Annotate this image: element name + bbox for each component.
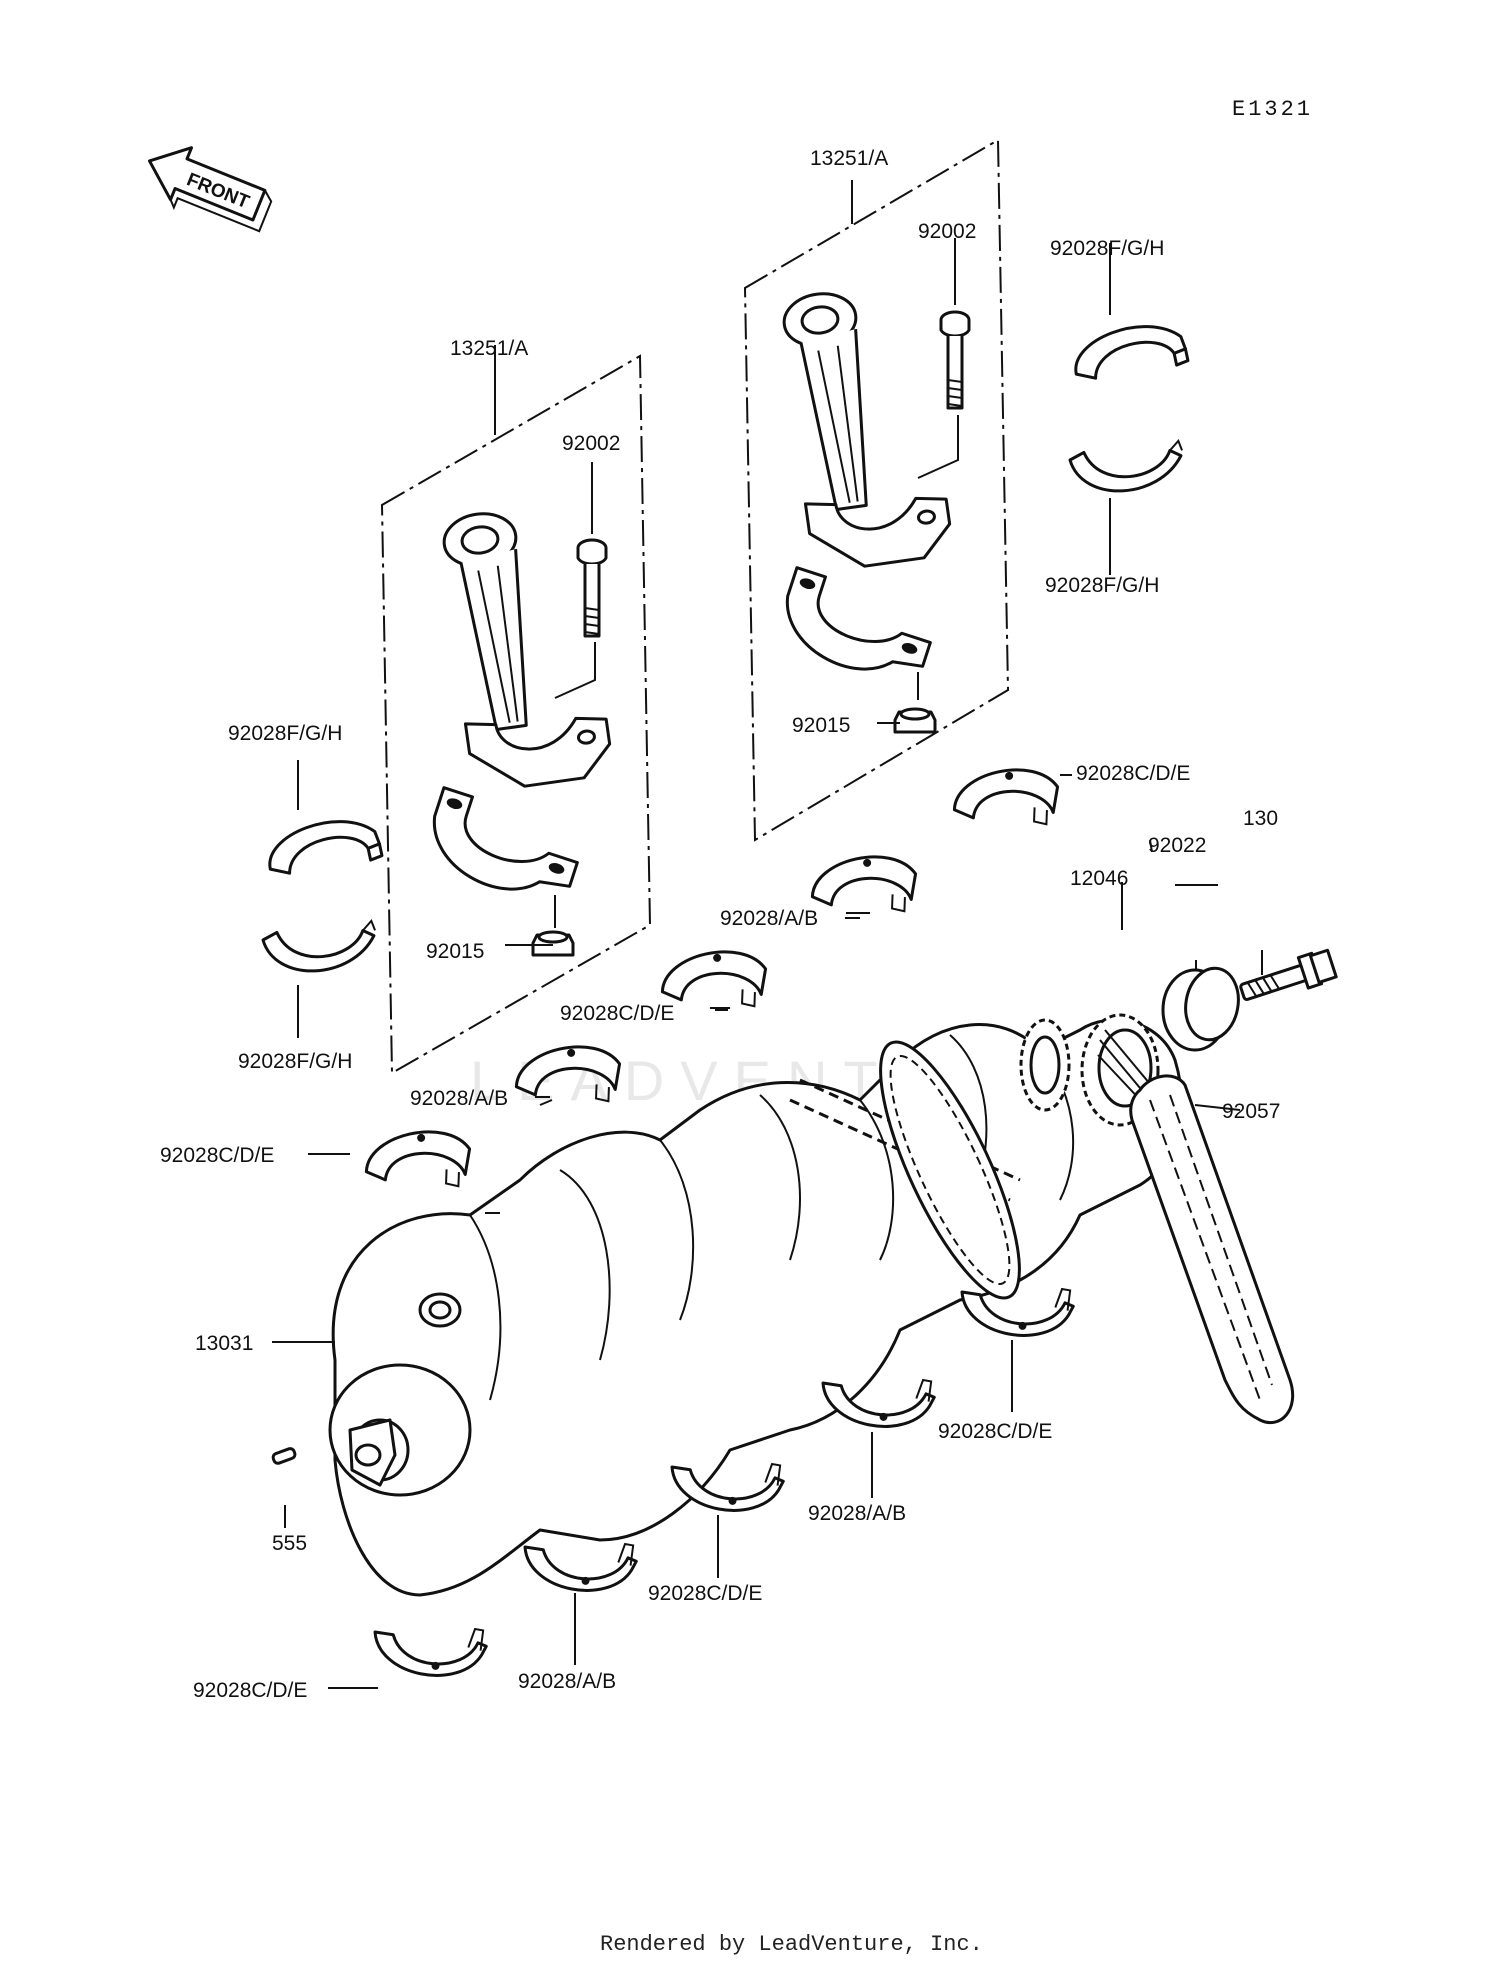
label-main-upper-4: 92028/A/B bbox=[410, 1087, 508, 1110]
rod-nut-right bbox=[893, 707, 937, 734]
label-main-upper-2: 92028/A/B bbox=[720, 907, 818, 930]
label-crankshaft: 13031 bbox=[195, 1332, 253, 1355]
label-bolt-left: 92002 bbox=[562, 432, 620, 455]
label-main-lower-1: 92028C/D/E bbox=[938, 1420, 1052, 1443]
diagram-code: E1321 bbox=[1232, 97, 1313, 122]
rod-bearing-shell-left-bottom bbox=[260, 914, 382, 981]
label-main-upper-1: 92028C/D/E bbox=[1076, 762, 1190, 785]
rod-set-panel-left bbox=[380, 354, 652, 1075]
dowel-pin bbox=[271, 1447, 297, 1465]
main-bearing-shell-upper-3 bbox=[657, 945, 771, 1018]
label-shell-left-bottom: 92028F/G/H bbox=[238, 1050, 352, 1073]
label-nut-right: 92015 bbox=[792, 714, 850, 737]
label-chain: 92057 bbox=[1222, 1100, 1280, 1123]
connecting-rod-right bbox=[775, 278, 956, 575]
label-shell-upper-right-bottom: 92028F/G/H bbox=[1045, 574, 1159, 597]
cam-chain bbox=[1129, 1074, 1295, 1425]
rod-bearing-shell-left-top bbox=[261, 811, 384, 883]
label-bolt-right: 92002 bbox=[918, 220, 976, 243]
label-sprocket: 12046 bbox=[1070, 867, 1128, 890]
main-bearing-shell-upper-2 bbox=[807, 850, 921, 923]
main-bearing-shell-upper-1 bbox=[949, 763, 1063, 836]
label-rod-set-left: 13251/A bbox=[450, 337, 528, 360]
rod-cap-left bbox=[418, 786, 589, 911]
rod-cap-right bbox=[771, 566, 942, 691]
rod-set-panel-right bbox=[743, 138, 1010, 842]
crank-bolt bbox=[1239, 948, 1338, 1001]
main-bearing-shell-lower-5 bbox=[373, 1622, 490, 1682]
front-arrow-icon: FRONT bbox=[148, 146, 273, 233]
label-bolt-130: 130 bbox=[1243, 807, 1278, 830]
rod-bolt-left bbox=[576, 538, 608, 638]
label-main-lower-5: 92028C/D/E bbox=[193, 1679, 307, 1702]
label-nut-left: 92015 bbox=[426, 940, 484, 963]
main-bearing-shell-upper-5 bbox=[361, 1125, 475, 1198]
label-shell-upper-right-top: 92028F/G/H bbox=[1050, 237, 1164, 260]
washer bbox=[1161, 966, 1240, 1052]
label-main-lower-4: 92028/A/B bbox=[518, 1670, 616, 1693]
label-main-upper-5: 92028C/D/E bbox=[160, 1144, 274, 1167]
label-main-lower-3: 92028C/D/E bbox=[648, 1582, 762, 1605]
footer-credit: Rendered by LeadVenture, Inc. bbox=[600, 1932, 983, 1957]
crankshaft bbox=[328, 1018, 1184, 1597]
main-bearing-shell-lower-4 bbox=[523, 1537, 640, 1597]
label-rod-set-right: 13251/A bbox=[810, 147, 888, 170]
label-shell-left-top: 92028F/G/H bbox=[228, 722, 342, 745]
rod-nut-left bbox=[531, 930, 575, 957]
rod-bearing-shell-right-bottom bbox=[1067, 434, 1189, 501]
label-main-lower-2: 92028/A/B bbox=[808, 1502, 906, 1525]
label-washer: 92022 bbox=[1148, 834, 1206, 857]
rod-bolt-right bbox=[939, 310, 971, 410]
label-main-upper-3: 92028C/D/E bbox=[560, 1002, 674, 1025]
rod-bearing-shell-right-top bbox=[1067, 316, 1190, 388]
label-pin: 555 bbox=[272, 1532, 307, 1555]
